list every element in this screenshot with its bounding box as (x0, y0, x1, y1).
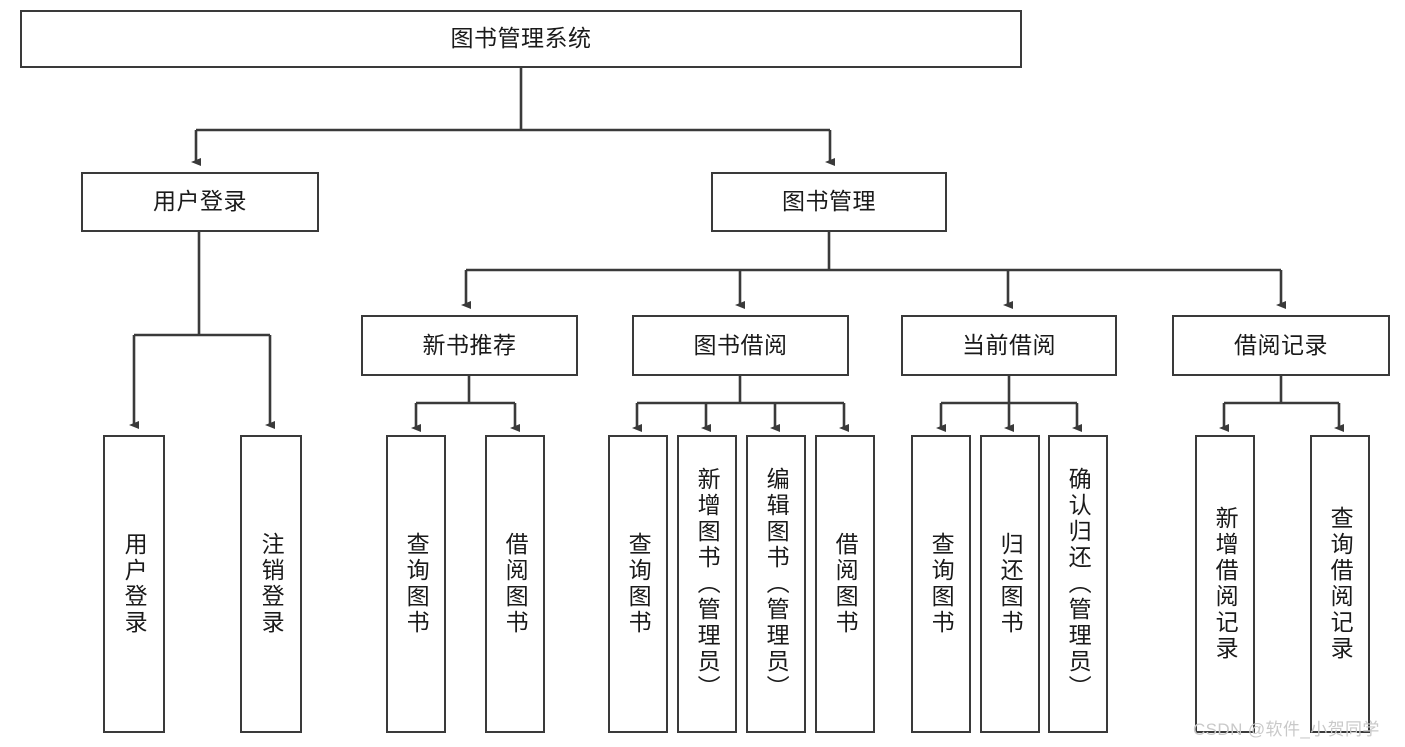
leaf-query-book-3[interactable]: 查询图书 (911, 435, 971, 733)
leaf-add-book-admin[interactable]: 新增图书（管理员） (677, 435, 737, 733)
node-label: 图书管理系统 (450, 25, 592, 52)
leaf-borrow-book-2[interactable]: 借阅图书 (815, 435, 875, 733)
node-borrow-record[interactable]: 借阅记录 (1172, 315, 1390, 376)
node-label: 新增借阅记录 (1212, 506, 1239, 662)
leaf-query-borrow-record[interactable]: 查询借阅记录 (1310, 435, 1370, 733)
node-label: 用户登录 (121, 532, 148, 636)
leaf-edit-book-admin[interactable]: 编辑图书（管理员） (746, 435, 806, 733)
node-book-management[interactable]: 图书管理 (711, 172, 947, 232)
leaf-confirm-return-admin[interactable]: 确认归还（管理员） (1048, 435, 1108, 733)
leaf-logout-login[interactable]: 注销登录 (240, 435, 302, 733)
node-root-title[interactable]: 图书管理系统 (20, 10, 1022, 68)
node-label: 编辑图书（管理员） (763, 467, 790, 701)
node-label: 注销登录 (258, 532, 285, 636)
node-label: 确认归还（管理员） (1065, 467, 1092, 701)
node-label: 新书推荐 (422, 331, 517, 358)
node-label: 图书借阅 (693, 331, 788, 358)
node-user-login[interactable]: 用户登录 (81, 172, 319, 232)
node-label: 借阅记录 (1234, 331, 1328, 358)
node-label: 查询图书 (625, 532, 652, 636)
leaf-query-book-1[interactable]: 查询图书 (386, 435, 446, 733)
leaf-return-book[interactable]: 归还图书 (980, 435, 1040, 733)
leaf-borrow-book-1[interactable]: 借阅图书 (485, 435, 545, 733)
node-label: 查询借阅记录 (1327, 506, 1354, 662)
leaf-query-book-2[interactable]: 查询图书 (608, 435, 668, 733)
node-label: 归还图书 (997, 532, 1024, 636)
node-label: 查询图书 (403, 532, 430, 636)
node-label: 查询图书 (928, 532, 955, 636)
node-current-borrow[interactable]: 当前借阅 (901, 315, 1117, 376)
node-new-book-recommend[interactable]: 新书推荐 (361, 315, 578, 376)
node-label: 用户登录 (153, 188, 247, 215)
node-book-borrow[interactable]: 图书借阅 (632, 315, 849, 376)
leaf-user-login[interactable]: 用户登录 (103, 435, 165, 733)
node-label: 当前借阅 (962, 331, 1056, 358)
node-label: 图书管理 (782, 188, 876, 215)
node-label: 借阅图书 (502, 532, 529, 636)
csdn-watermark: CSDN @软件_小贺同学 (1193, 720, 1380, 739)
leaf-add-borrow-record[interactable]: 新增借阅记录 (1195, 435, 1255, 733)
node-label: 借阅图书 (832, 532, 859, 636)
node-label: 新增图书（管理员） (694, 467, 721, 701)
